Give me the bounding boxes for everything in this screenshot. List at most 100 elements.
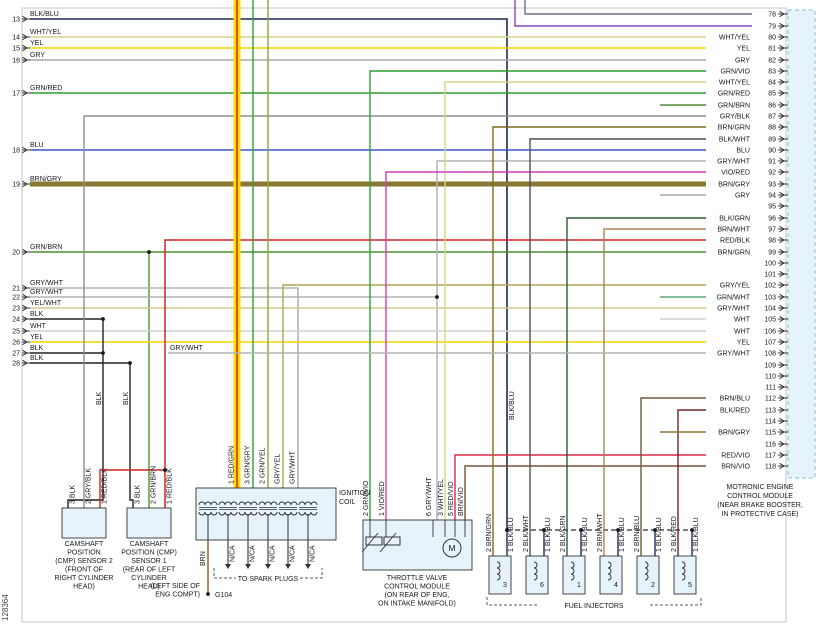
connector-arrow-icon	[779, 202, 785, 210]
connector-arrow-icon	[779, 304, 785, 312]
wire-viored-92	[385, 171, 706, 520]
ecm-pin-label: BRN/GRN	[718, 250, 750, 257]
ecm-pin-number: 88	[768, 125, 776, 132]
connector-arrow-icon	[22, 284, 28, 292]
connector-arrow-icon	[22, 315, 28, 323]
potentiometer-icon	[365, 536, 383, 546]
ecm-pin-number: 86	[768, 103, 776, 110]
left-pin-label: WHT	[30, 323, 47, 330]
injector-pin-label: 2 BLK/WHT	[523, 514, 530, 552]
ecm-pin-number: 118	[765, 464, 776, 471]
ecm-pin-label: YEL	[737, 46, 750, 53]
injector-bracket	[650, 597, 702, 606]
connector-arrow-icon	[22, 44, 28, 52]
ecm-module-box	[787, 9, 816, 479]
injector-coil-icon	[607, 561, 612, 581]
connector-arrow-icon	[779, 44, 785, 52]
ecm-pin-label: GRY/WHT	[717, 351, 751, 358]
junction-dot	[579, 528, 583, 532]
connector-arrow-icon	[779, 56, 785, 64]
junction-dot	[505, 528, 509, 532]
connector-arrow-icon	[779, 281, 785, 289]
ecm-pin-label: GRY/WHT	[717, 159, 751, 166]
ecm-pin-number: 93	[768, 182, 776, 189]
coil-pin-label: GRY/YEL	[275, 454, 282, 484]
ecm-pin-number: 103	[764, 295, 776, 302]
arrow-head-icon	[265, 564, 271, 569]
left-pin-number: 17	[12, 91, 20, 98]
ground-caption: ENG COMPT)	[155, 592, 200, 599]
connector-arrow-icon	[22, 248, 28, 256]
ecm-pin-label: WHT	[734, 329, 751, 336]
left-pin-number: 21	[12, 286, 20, 293]
ecm-pin-number: 92	[768, 170, 776, 177]
coil-winding-icon	[298, 501, 318, 506]
left-pin-label: YEL/WHT	[30, 300, 62, 307]
injector-pin-label: 1 BLK/BLU	[656, 517, 663, 552]
wire-label: BLK	[96, 391, 103, 405]
connector-arrow-icon	[779, 338, 785, 346]
left-pin-number: 26	[12, 340, 20, 347]
connector-arrow-icon	[779, 417, 785, 425]
sensor-caption: CAMSHAFT	[130, 541, 169, 548]
wire-inj2-blkwht	[529, 138, 706, 556]
connector-arrow-icon	[779, 270, 785, 278]
ecm-pin-label: BRN/GRN	[718, 125, 750, 132]
ecm-pin-number: 107	[764, 340, 776, 347]
coil-winding-icon	[278, 501, 298, 506]
wire-redblk-cmp2	[99, 469, 165, 508]
ecm-pin-number: 117	[765, 453, 776, 460]
nca-label: N/CA	[230, 545, 237, 562]
ecm-pin-label: GRY/BLK	[720, 114, 751, 121]
left-pin-label: GRN/RED	[30, 85, 62, 92]
sensor-caption: POSITION	[67, 550, 100, 557]
injector-number: 4	[614, 582, 618, 589]
ecm-pin-number: 105	[764, 317, 776, 324]
ecm-pin-number: 78	[768, 12, 776, 19]
cmp-sensor-box	[61, 507, 107, 539]
wire-row78	[524, 0, 752, 15]
ecm-pin-number: 87	[768, 114, 776, 121]
wire-label: BLK/BLU	[509, 391, 516, 420]
left-pin-label: BLK	[30, 345, 44, 352]
junction-dot	[101, 351, 105, 355]
connector-arrow-icon	[779, 10, 785, 18]
left-pin-number: 22	[12, 295, 20, 302]
injector-pin-label: 2 BLK/RED	[671, 516, 678, 552]
connector-arrow-icon	[779, 248, 785, 256]
ecm-caption: IN PROTECTIVE CASE)	[721, 511, 798, 518]
throttle-pin-label: 3 WHT/YEL	[438, 479, 445, 516]
nca-label: N/CA	[250, 545, 257, 562]
ground-label: G104	[215, 592, 232, 599]
sensor-caption: POSITION (CMP)	[121, 550, 177, 557]
ground-wire-label: BRN	[200, 551, 207, 566]
nca-label: N/CA	[310, 545, 317, 562]
arrow-head-icon	[245, 564, 251, 569]
left-pin-number: 27	[12, 351, 20, 358]
connector-arrow-icon	[779, 349, 785, 357]
left-pin-label: GRY/WHT	[30, 289, 64, 296]
sensor-pin-label: 3 BLK	[135, 485, 142, 504]
wire-blk-cmp2	[67, 319, 104, 508]
connector-arrow-icon	[779, 372, 785, 380]
connector-arrow-icon	[779, 451, 785, 459]
ecm-pin-number: 100	[764, 261, 776, 268]
left-pin-label: BLK	[30, 355, 44, 362]
coil-pin-label: GRY/WHT	[290, 450, 297, 484]
left-pin-number: 20	[12, 250, 20, 257]
connector-arrow-icon	[22, 327, 28, 335]
junction-dot	[616, 528, 620, 532]
sensor-caption: RIGHT CYLINDER	[55, 575, 114, 582]
connector-arrow-icon	[22, 15, 28, 23]
junction-dot	[435, 295, 439, 299]
ecm-pin-label: GRY/YEL	[720, 283, 750, 290]
throttle-caption: (ON REAR OF ENG,	[385, 592, 450, 599]
injector-pin-label: 2 BRN/WHT	[597, 513, 604, 552]
diagram-id-code: 128364	[1, 594, 10, 621]
injector-bracket	[486, 597, 538, 606]
connector-arrow-icon	[779, 89, 785, 97]
wire-inj3-blkgrn	[566, 217, 706, 556]
connector-arrow-icon	[779, 180, 785, 188]
sensor-caption: SENSOR 1	[131, 558, 167, 565]
